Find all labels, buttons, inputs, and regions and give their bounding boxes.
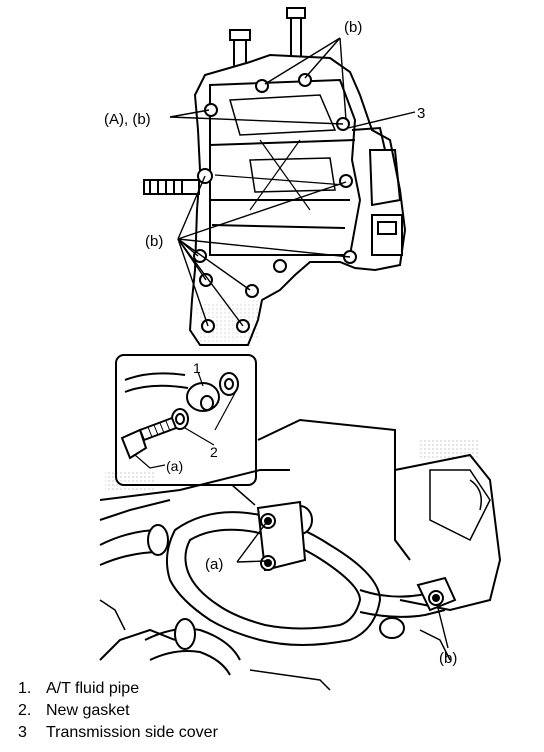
callout-a-lower: (a) [205,556,223,573]
legend-item: 1. A/T fluid pipe [18,678,438,700]
engine-bay-drawing [99,418,502,691]
callout-b-top: (b) [344,19,362,36]
callout-b-mid: (b) [145,233,163,250]
callout-3: 3 [417,105,425,122]
callout-1: 1 [193,360,201,376]
legend-item: 2. New gasket [18,700,438,722]
legend-number: 2. [18,702,32,719]
callout-a-inset: (a) [166,458,183,474]
legend-text: A/T fluid pipe [46,680,140,697]
leader-lines-top [169,37,416,327]
legend-text: New gasket [46,702,130,719]
legend-item: 3 Transmission side cover [18,722,438,744]
legend-text: Transmission side cover [46,724,218,741]
callout-b-lower: (b) [439,650,457,667]
legend-number: 1. [18,680,32,697]
leader-lines-lower [236,522,449,649]
pipe-fitting-inset [115,354,257,506]
callout-2: 2 [210,444,218,460]
transmission-side-cover-drawing [143,7,407,346]
callout-a-b: (A), (b) [104,111,151,128]
parts-legend: 1. A/T fluid pipe 2. New gasket 3 Transm… [18,678,438,744]
legend-number: 3 [18,724,27,741]
